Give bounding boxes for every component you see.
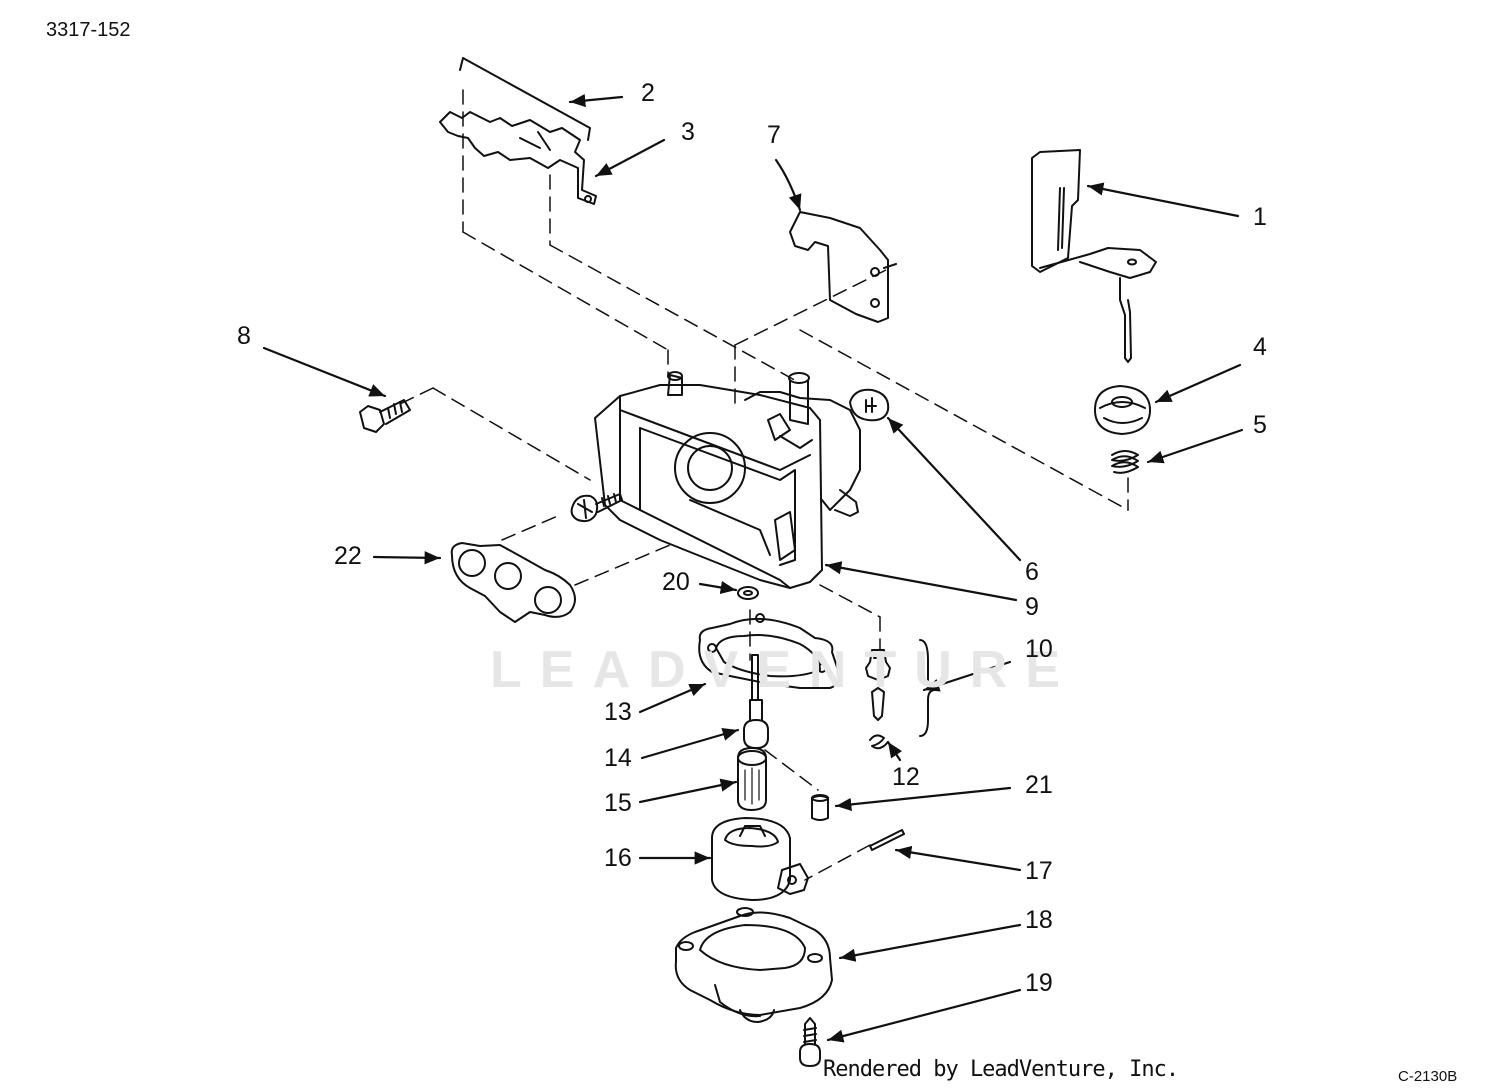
callout-16: 16 xyxy=(604,844,632,872)
callout-5: 5 xyxy=(1253,411,1267,439)
part-5-spring xyxy=(1111,450,1139,474)
callout-3: 3 xyxy=(681,118,695,146)
part-4-adjust-nut xyxy=(1094,385,1151,435)
callout-2: 2 xyxy=(641,79,655,107)
watermark: LEADVENTURE xyxy=(490,641,1079,699)
part-19-bowl-screw xyxy=(799,1017,821,1067)
callout-4: 4 xyxy=(1253,333,1267,361)
callout-17: 17 xyxy=(1025,857,1053,885)
part-14-main-jet xyxy=(743,654,769,749)
callout-22: 22 xyxy=(334,542,362,570)
credit-text: Rendered by LeadVenture, Inc. xyxy=(823,1057,1179,1082)
callout-20: 20 xyxy=(662,568,690,596)
part-20-washer xyxy=(737,586,759,600)
leader-lines xyxy=(262,93,1244,1043)
part-7-choke-bracket xyxy=(789,211,897,323)
callout-19: 19 xyxy=(1025,969,1053,997)
callout-13: 13 xyxy=(604,698,632,726)
callout-21: 21 xyxy=(1025,771,1053,799)
alignment-lines xyxy=(399,89,1129,881)
document-code: 3317-152 xyxy=(46,19,131,41)
callout-6: 6 xyxy=(1025,558,1039,586)
part-16-float-body xyxy=(711,817,809,901)
part-9-carburetor-body xyxy=(594,371,861,589)
part-6-choke-plate xyxy=(849,388,890,422)
part-3-control-bracket xyxy=(439,111,597,205)
callout-14: 14 xyxy=(604,744,632,772)
part-8-bolt xyxy=(359,399,411,433)
callout-1: 1 xyxy=(1253,203,1267,231)
part-2-link-rod xyxy=(459,57,591,141)
part-17-float-pin xyxy=(869,829,905,851)
part-1-choke-shaft xyxy=(1031,149,1157,363)
callout-8: 8 xyxy=(237,322,251,350)
callout-15: 15 xyxy=(604,789,632,817)
callout-7: 7 xyxy=(767,121,781,149)
part-21-pin xyxy=(811,794,829,821)
part-22-gasket xyxy=(450,542,576,623)
part-13-bowl-gasket xyxy=(698,613,840,689)
callout-10: 10 xyxy=(1025,635,1053,663)
part-12-clip xyxy=(869,734,889,750)
part-15-float xyxy=(737,747,767,811)
callout-9: 9 xyxy=(1025,593,1039,621)
figure-code: C-2130B xyxy=(1398,1068,1458,1085)
callout-12: 12 xyxy=(892,763,920,791)
throttle-stop-screw xyxy=(570,493,623,523)
part-18-fuel-bowl xyxy=(674,907,833,1023)
callout-18: 18 xyxy=(1025,906,1053,934)
